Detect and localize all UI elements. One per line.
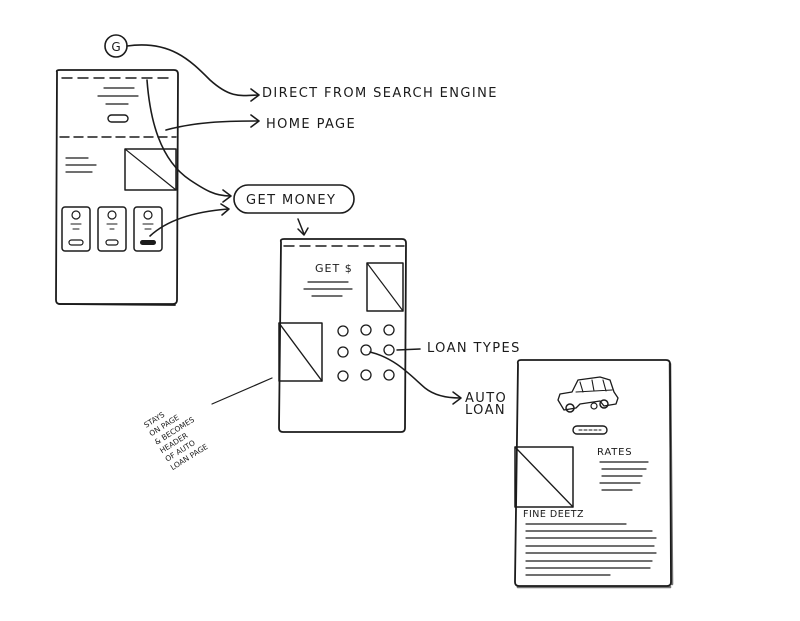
- home-page-wireframe: [55, 69, 179, 306]
- arrowhead-auto-loan: [452, 391, 462, 405]
- arrowhead-home: [250, 114, 260, 128]
- get-dollar-label: GET $: [315, 262, 353, 275]
- arrow-header-to-get-money: [146, 79, 231, 197]
- arrowhead-direct: [250, 88, 260, 102]
- line-to-loan-types: [396, 348, 421, 351]
- rates-label: RATES: [597, 447, 632, 458]
- arrowhead-get-money-1: [222, 189, 232, 203]
- fine-deetz-label: FINE DEETZ: [523, 509, 584, 520]
- arrowhead-get-money-down: [297, 227, 309, 236]
- auto-loan-label-line2: LOAN: [465, 403, 506, 418]
- arrow-card-to-get-money: [149, 208, 229, 237]
- home-page-label: HOME PAGE: [266, 117, 356, 132]
- get-money-wireframe: GET $: [278, 238, 407, 433]
- get-money-label: GET MONEY: [246, 193, 336, 208]
- loan-types-label: LOAN TYPES: [427, 341, 521, 356]
- arrow-get-money-down: [297, 218, 305, 235]
- google-badge: G: [104, 34, 128, 58]
- arrow-to-auto-loan: [369, 351, 461, 399]
- auto-loan-label-line1: AUTO: [465, 391, 507, 406]
- get-money-pill: GET MONEY: [233, 184, 355, 214]
- note-pointer-line: [211, 377, 273, 405]
- direct-from-search-engine-label: DIRECT FROM SEARCH ENGINE: [262, 86, 498, 101]
- arrow-to-home-page: [165, 120, 259, 131]
- arrow-google-to-direct: [126, 44, 259, 97]
- car-icon: [557, 376, 619, 413]
- google-badge-letter: G: [111, 40, 120, 54]
- stays-on-page-note: STAYS ON PAGE & BECOMES HEADER OF AUTO L…: [142, 410, 209, 472]
- arrowhead-get-money-2: [220, 203, 230, 216]
- auto-loan-wireframe: RATES FINE DEETZ: [514, 359, 674, 589]
